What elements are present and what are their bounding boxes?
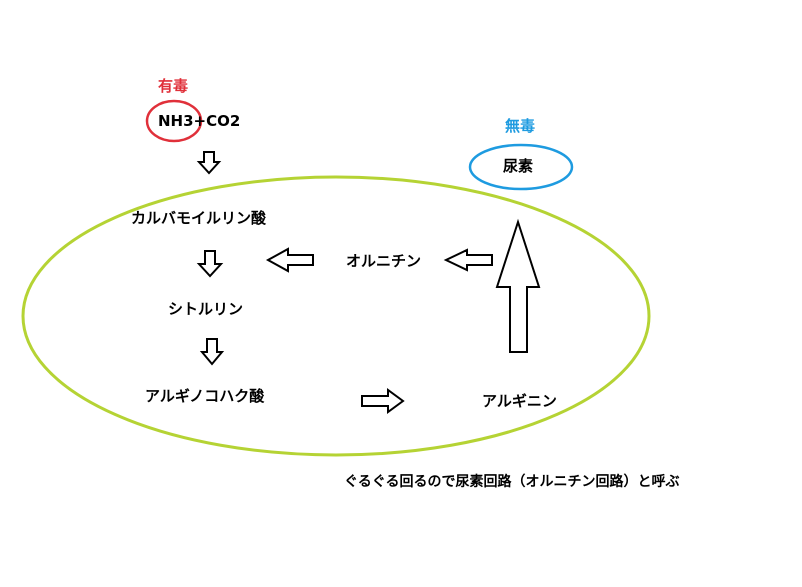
toxic-circle [145,99,203,143]
up-arrow-urea [495,218,541,353]
nontoxic-label: 無毒 [505,117,536,135]
urea-label: 尿素 [503,157,534,175]
right-arrow [361,388,405,414]
toxic-label: 有毒 [158,77,189,95]
urea-circle [468,143,574,191]
citrulline-label: シトルリン [168,300,244,318]
arginine-label: アルギニン [482,392,557,410]
carbamoyl-phosphate-label: カルバモイルリン酸 [131,209,267,227]
down-arrow-3 [199,338,225,366]
argininosuccinate-label: アルギノコハク酸 [145,387,265,405]
down-arrow-1 [196,151,222,175]
ornithine-label: オルニチン [346,252,422,270]
caption: ぐるぐる回るので尿素回路（オルニチン回路）と呼ぶ [344,474,680,490]
reactants-label: NH3+CO2 [158,112,241,130]
down-arrow-2 [196,250,224,278]
left-arrow-2 [443,248,493,272]
cycle-ellipse [21,175,651,457]
left-arrow-1 [265,247,314,273]
